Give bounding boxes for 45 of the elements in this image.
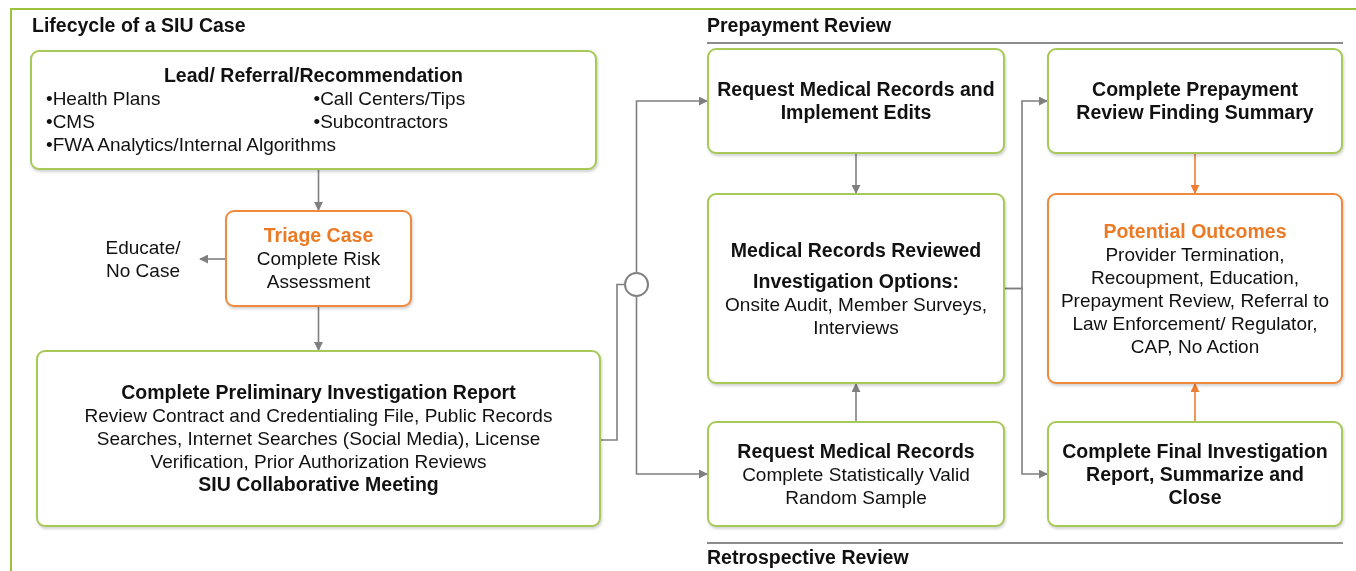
arrow xyxy=(851,153,861,194)
arrow xyxy=(314,306,323,351)
process-box xyxy=(707,48,1005,154)
section-heading: Retrospective Review xyxy=(707,546,909,569)
box-text: Review Contract and Credentialing File, Public Records Searches, Internet Searches (Social Media), License Verification, Prior Authorization Reviews xyxy=(83,404,554,473)
diagram-title: Lifecycle of a SIU Case xyxy=(32,14,246,37)
box-text: •FWA Analytics/Internal Algorithms xyxy=(46,133,336,156)
box-heading: Complete Prepayment Review Finding Summary xyxy=(1075,78,1315,124)
box-text: •Subcontractors xyxy=(313,110,448,133)
process-box xyxy=(707,193,1005,384)
arrow xyxy=(635,96,708,273)
outcome-text: Educate/ No Case xyxy=(104,236,182,282)
box-heading: Potential Outcomes xyxy=(1103,219,1287,243)
box-heading: Request Medical Records and Implement Edits xyxy=(717,78,995,124)
arrow xyxy=(1190,383,1200,422)
arrow xyxy=(1190,153,1200,194)
arrow xyxy=(1004,287,1048,479)
box-heading: Lead/ Referral/Recommendation xyxy=(163,64,464,87)
box-heading: Complete Final Investigation Report, Summarize and Close xyxy=(1061,439,1329,509)
box-text: •Call Centers/Tips xyxy=(313,87,466,110)
box-text: •Health Plans xyxy=(46,87,161,110)
box-heading: Request Medical Records xyxy=(737,439,975,463)
process-box xyxy=(225,210,412,307)
arrow xyxy=(635,296,708,479)
box-text: Complete Risk Assessment xyxy=(255,247,382,293)
process-box xyxy=(707,421,1005,527)
section-heading: Prepayment Review xyxy=(707,14,892,37)
arrow xyxy=(314,169,323,211)
arrow xyxy=(199,254,226,264)
box-text: Complete Statistically Valid Random Sample xyxy=(741,462,971,509)
box-heading: Medical Records Reviewed xyxy=(730,238,982,262)
arrow xyxy=(851,383,861,422)
process-box xyxy=(30,50,597,170)
outcome-box xyxy=(1047,193,1343,384)
box-heading: SIU Collaborative Meeting xyxy=(198,473,439,496)
process-box xyxy=(1047,48,1343,154)
process-box xyxy=(36,350,601,527)
junction-circle xyxy=(624,272,649,297)
box-text: •CMS xyxy=(46,110,95,133)
box-heading: Investigation Options: xyxy=(753,269,959,293)
box-heading: Complete Preliminary Investigation Report xyxy=(121,381,516,404)
box-text: Provider Termination, Recoupment, Education, Prepayment Review, Referral to Law Enforcement/ Regulator, CAP, No Action xyxy=(1059,242,1331,358)
process-box xyxy=(1047,421,1343,527)
box-heading: Triage Case xyxy=(263,224,374,247)
box-text: Onsite Audit, Member Surveys, Interviews xyxy=(724,292,988,339)
